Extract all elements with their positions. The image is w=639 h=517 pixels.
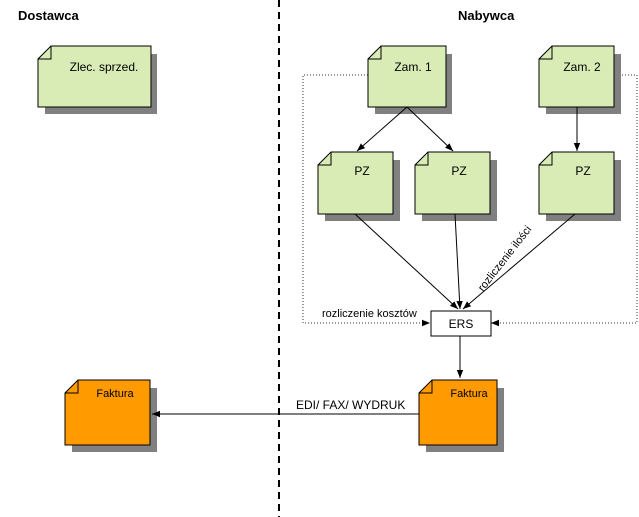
sales-order-document[interactable]: Zlec. sprzed.	[37, 45, 157, 114]
order-2-label: Zam. 2	[563, 60, 601, 74]
arrow-order1-to-receipt2	[406, 106, 454, 152]
goods-receipt-1-document[interactable]: PZ	[317, 151, 400, 221]
order-2-document[interactable]: Zam. 2	[538, 45, 621, 114]
ers-process-box[interactable]: ERS	[430, 310, 492, 337]
arrow-receipt1-to-ers	[354, 213, 459, 310]
order-1-label: Zam. 1	[394, 60, 432, 74]
buyer-invoice-label: Faktura	[450, 388, 488, 400]
goods-receipt-3-label: PZ	[575, 164, 590, 178]
supplier-invoice-document[interactable]: Faktura	[64, 379, 157, 452]
goods-receipt-2-document[interactable]: PZ	[414, 151, 497, 221]
sales-order-label: Zlec. sprzed.	[70, 60, 139, 74]
ers-label: ERS	[449, 317, 474, 331]
buyer-invoice-document[interactable]: Faktura	[418, 379, 504, 452]
arrow-order1-to-receipt1	[356, 106, 408, 152]
cost-settlement-label: rozliczenie kosztów	[322, 308, 417, 320]
goods-receipt-1-label: PZ	[354, 164, 369, 178]
arrow-receipt3-to-ers	[462, 213, 576, 310]
transmission-label: EDI/ FAX/ WYDRUK	[296, 398, 405, 412]
qty-settlement-loop	[491, 74, 638, 327]
arrow-receipt2-to-ers	[454, 213, 463, 310]
goods-receipt-2-label: PZ	[451, 164, 466, 178]
goods-receipt-3-document[interactable]: PZ	[538, 151, 621, 221]
supplier-column-title: Dostawca	[18, 8, 79, 23]
supplier-invoice-label: Faktura	[96, 388, 134, 400]
order-1-document[interactable]: Zam. 1	[367, 45, 452, 114]
buyer-column-title: Nabywca	[458, 8, 515, 23]
cost-settlement-loop	[302, 74, 430, 327]
qty-settlement-label: rozliczenie ilości	[476, 224, 534, 294]
